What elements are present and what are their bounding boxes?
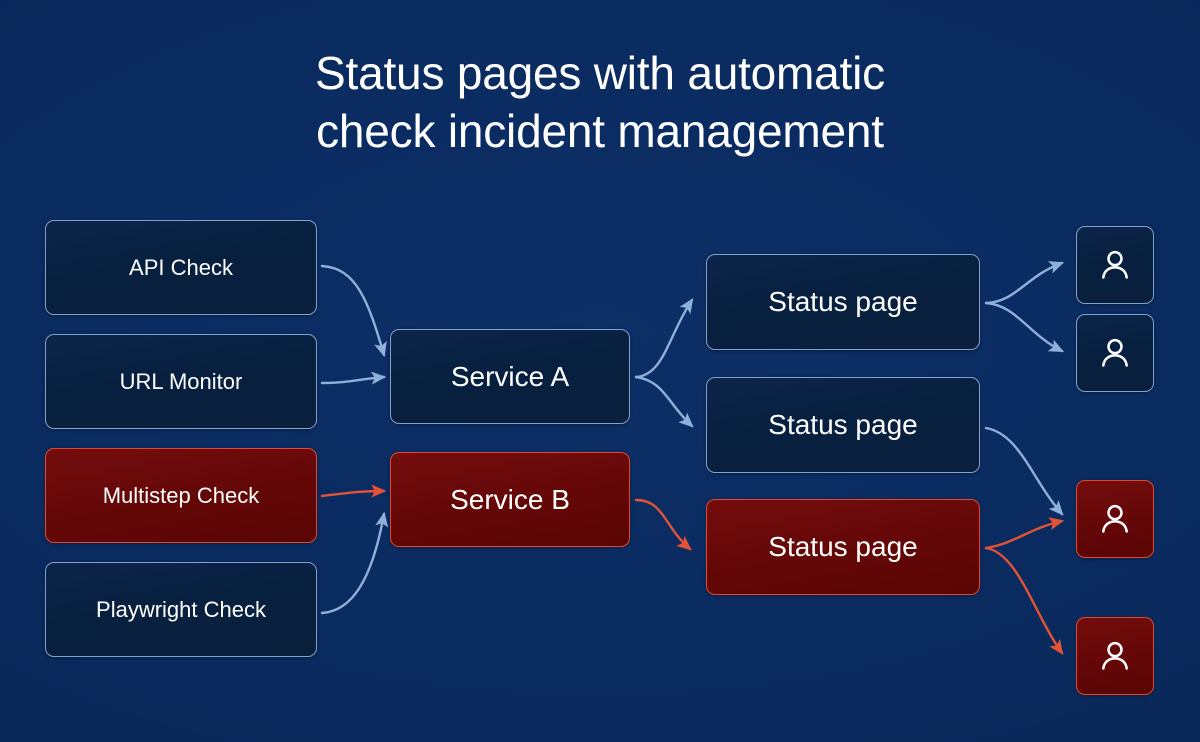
status-page-node-1[interactable]: Status page (706, 254, 980, 350)
user-icon (1102, 641, 1128, 670)
check-node-api-check[interactable]: API Check (45, 220, 317, 315)
user-icon (1102, 250, 1128, 279)
check-node-multistep-check[interactable]: Multistep Check (45, 448, 317, 543)
check-node-label: Multistep Check (102, 482, 260, 508)
edge-multistep-check-to-service-b (320, 484, 387, 498)
service-node-service-a[interactable]: Service A (390, 329, 630, 424)
user-node-3[interactable] (1076, 480, 1154, 558)
page-title-line-1: Status pages with automatic (315, 47, 885, 99)
edge-service-a-to-status-page-1 (634, 298, 694, 379)
status-page-label: Status page (768, 286, 918, 317)
check-node-url-monitor[interactable]: URL Monitor (45, 334, 317, 429)
user-icon (1102, 504, 1128, 533)
check-node-label: Playwright Check (96, 596, 266, 622)
user-icon (1102, 338, 1128, 367)
edge-api-check-to-service-a (320, 264, 387, 358)
service-node-service-b[interactable]: Service B (390, 452, 630, 547)
edge-status-page-1-to-user-2 (984, 301, 1064, 353)
edge-status-page-2-to-user-3 (984, 426, 1064, 516)
edge-url-monitor-to-service-a (320, 371, 387, 385)
user-node-2[interactable] (1076, 314, 1154, 392)
user-node-4[interactable] (1076, 617, 1154, 695)
edge-status-page-1-to-user-1 (984, 261, 1065, 305)
page-title-line-2: check incident management (316, 105, 884, 157)
check-node-playwright-check[interactable]: Playwright Check (45, 562, 317, 657)
status-page-label: Status page (768, 409, 918, 440)
service-node-label: Service B (450, 483, 570, 515)
user-node-1[interactable] (1076, 226, 1154, 304)
check-node-label: URL Monitor (119, 368, 243, 394)
edge-status-page-3-to-user-3 (984, 517, 1065, 550)
check-node-label: API Check (129, 254, 233, 280)
status-page-label: Status page (768, 531, 918, 562)
edge-status-page-3-to-user-4 (984, 546, 1064, 655)
edge-service-b-to-status-page-3 (634, 498, 692, 551)
status-page-node-2[interactable]: Status page (706, 377, 980, 473)
edge-playwright-check-to-service-b (320, 511, 389, 615)
service-node-label: Service A (450, 360, 570, 392)
status-page-node-3[interactable]: Status page (706, 499, 980, 595)
edge-service-a-to-status-page-2 (634, 375, 694, 428)
page-title: Status pages with automatic check incide… (0, 44, 1200, 160)
